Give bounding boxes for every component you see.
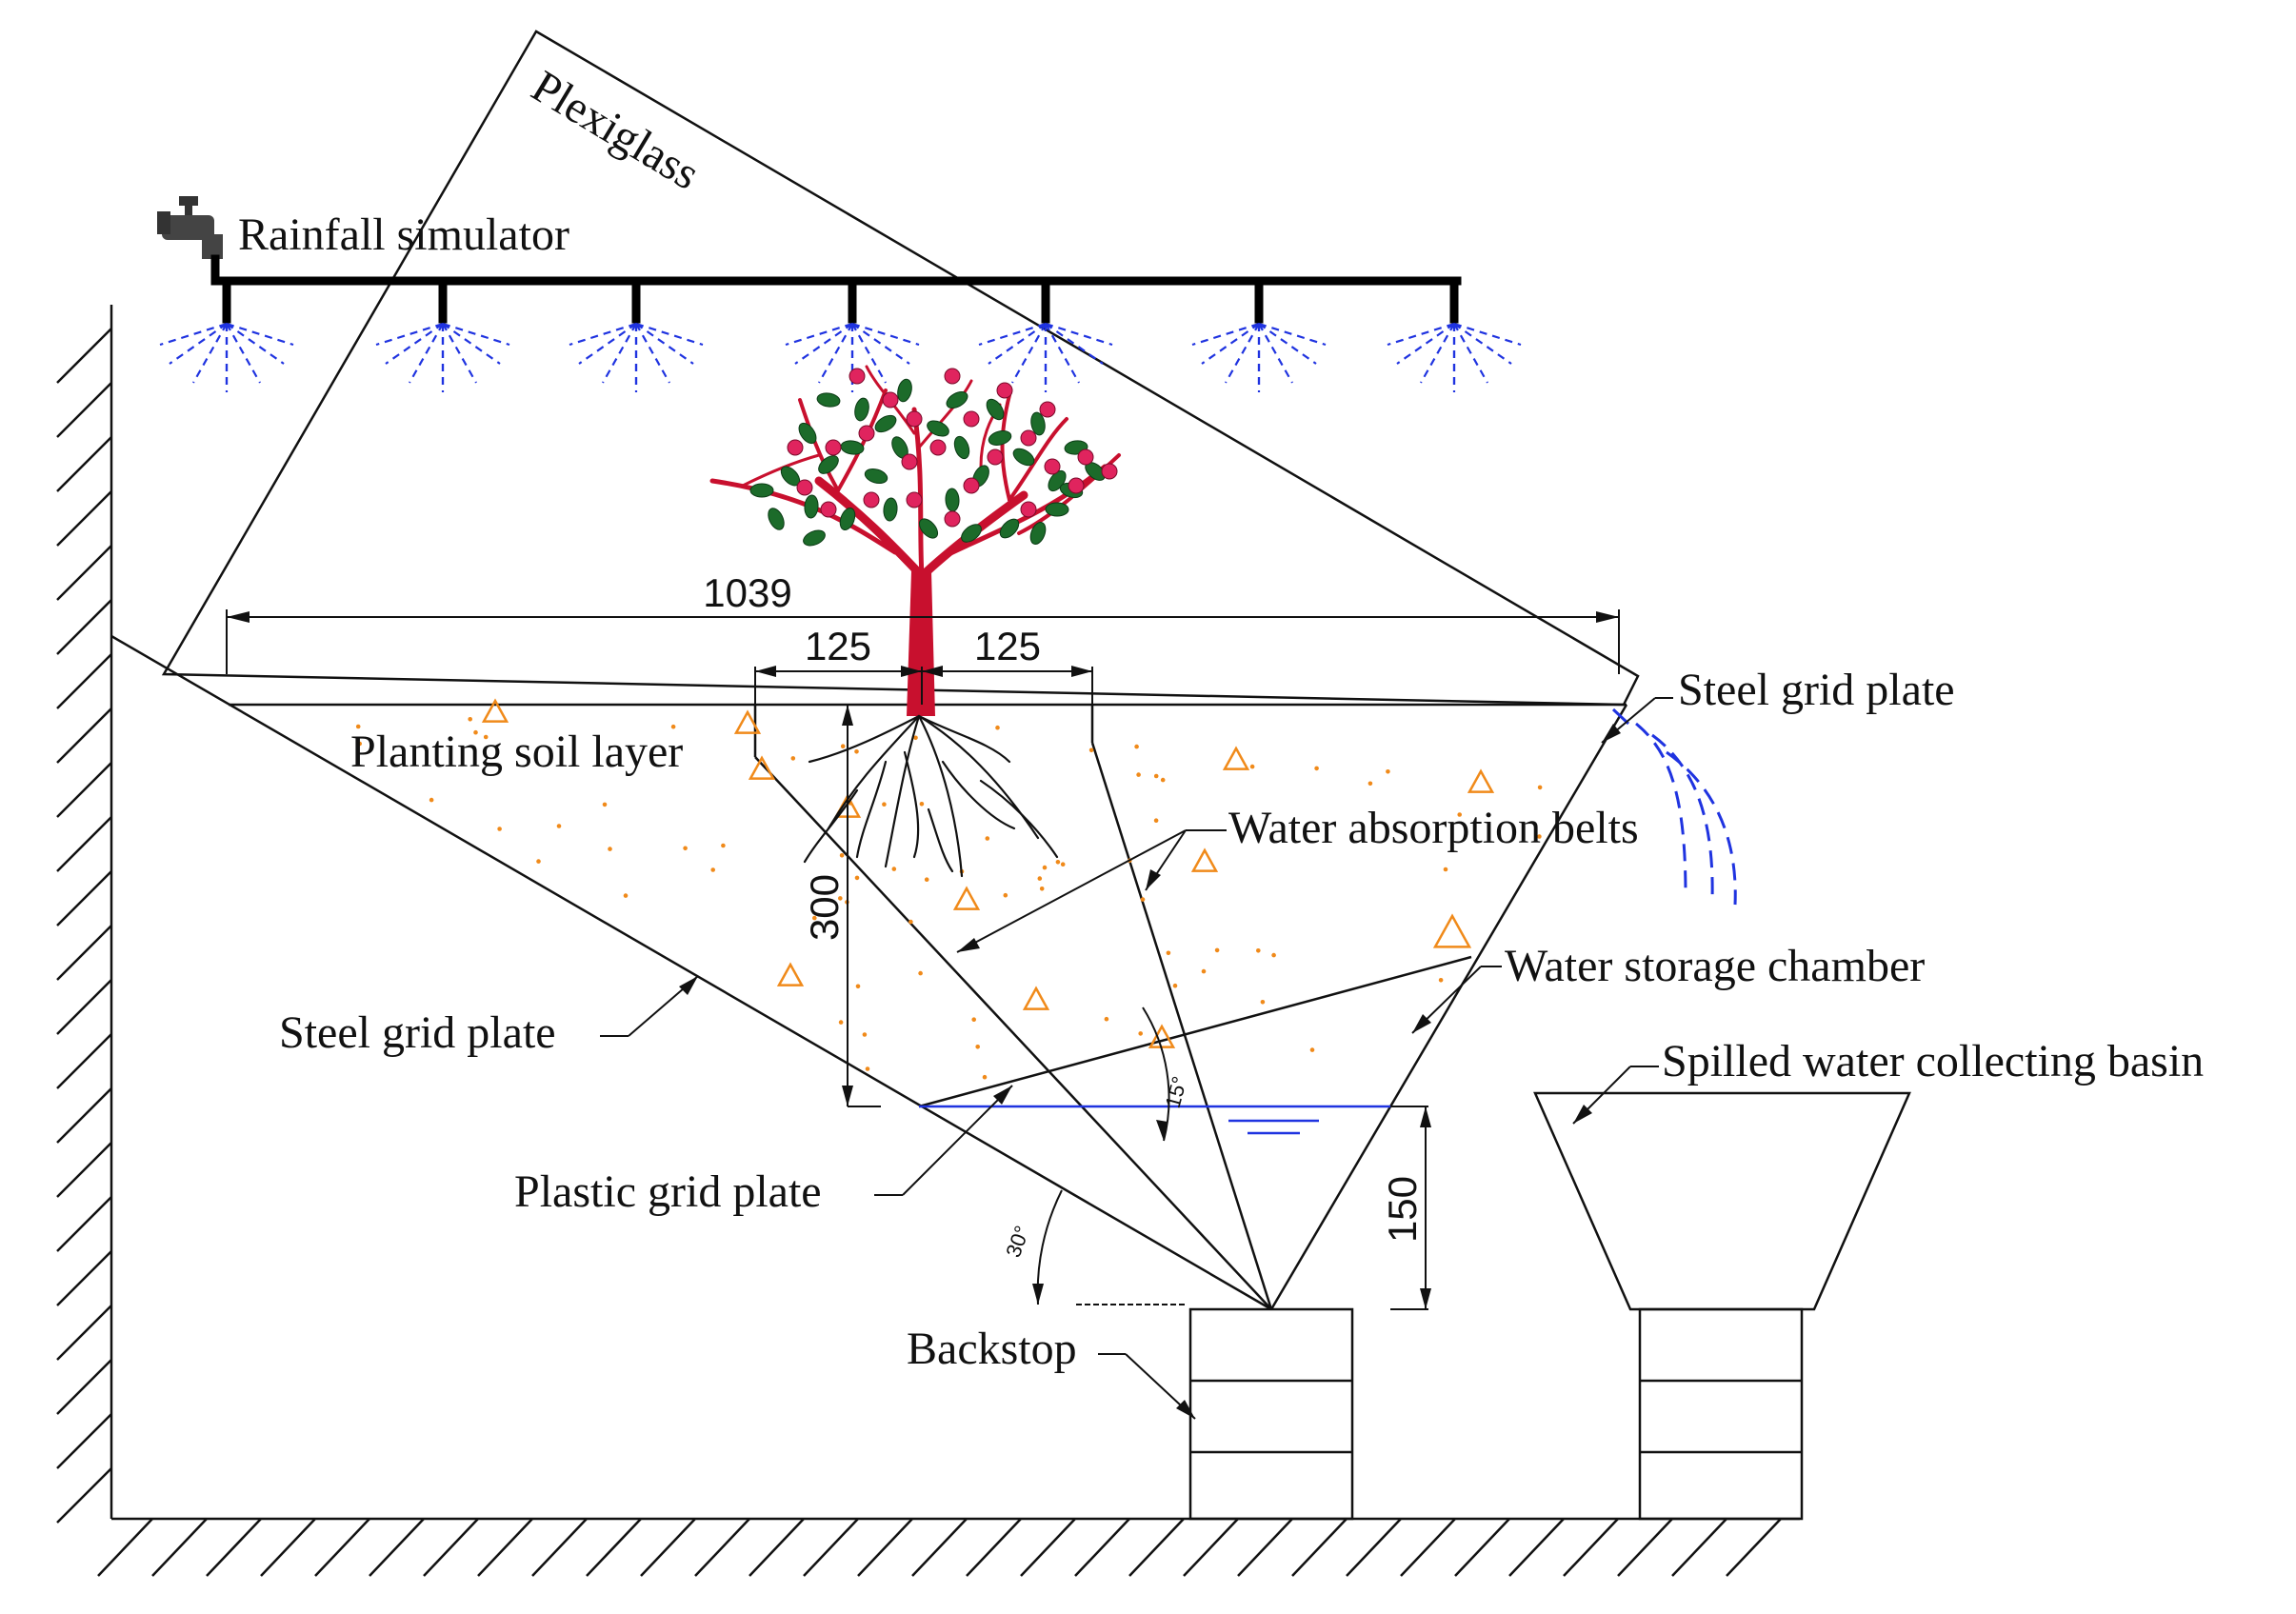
wall-structure [56,305,1800,1577]
backstop [1188,1307,1354,1521]
label-steel-grid-plate-right: Steel grid plate [1678,665,1955,715]
trough [110,634,1630,1311]
nozzle [375,276,510,392]
spray-nozzles [159,276,1522,392]
label-planting-soil-layer: Planting soil layer [350,727,683,777]
dim-right-half: 125 [974,624,1041,668]
plastic-grid-plate [918,955,1472,1108]
label-water-storage-chamber: Water storage chamber [1505,941,1925,991]
label-plastic-grid-plate: Plastic grid plate [514,1166,822,1217]
dim-soil-depth: 300 [802,874,847,941]
ground-hatch [97,1518,1782,1577]
steel-grid-plate-right [1269,704,1628,1310]
spilled-water-stream [1635,722,1737,906]
label-steel-grid-plate-left: Steel grid plate [279,1007,556,1058]
wall-hatch [56,328,112,1524]
soil-particles [355,698,1543,1080]
dim-storage-depth: 150 [1380,1176,1425,1243]
callout-leaders [600,697,1673,1420]
plant-roots [803,714,1059,878]
label-plexiglass: Plexiglass [523,61,708,200]
nozzle [569,276,704,392]
nozzle [978,276,1113,392]
dim-left-half: 125 [805,624,871,668]
plant [709,365,1121,878]
label-rainfall-simulator: Rainfall simulator [238,209,569,260]
absorption-belt-right [1090,742,1273,1310]
plant-trunk [907,571,935,716]
dim-total-width: 1039 [703,570,791,615]
faucet-icon [157,196,223,259]
collecting-basin [1533,1091,1911,1521]
angle-belt: 15° [1161,1074,1192,1111]
rainfall-simulator: Rainfall simulator [157,196,1522,392]
dimensions: 1039 125 125 300 150 15° 30° [226,570,1620,1310]
steel-grid-plate-left [110,634,1272,1311]
label-backstop: Backstop [907,1324,1077,1374]
label-spilled-water-collecting-basin: Spilled water collecting basin [1662,1036,2204,1086]
label-water-absorption-belts: Water absorption belts [1228,803,1639,853]
absorption-belt-left [754,756,1272,1310]
nozzle [1191,276,1327,392]
plexiglass-panel: Plexiglass [161,30,1640,707]
nozzle [1387,276,1522,392]
labels: Steel grid plate Planting soil layer Wat… [279,665,2204,1374]
angle-base: 30° [1001,1223,1034,1261]
nozzle [159,276,294,392]
